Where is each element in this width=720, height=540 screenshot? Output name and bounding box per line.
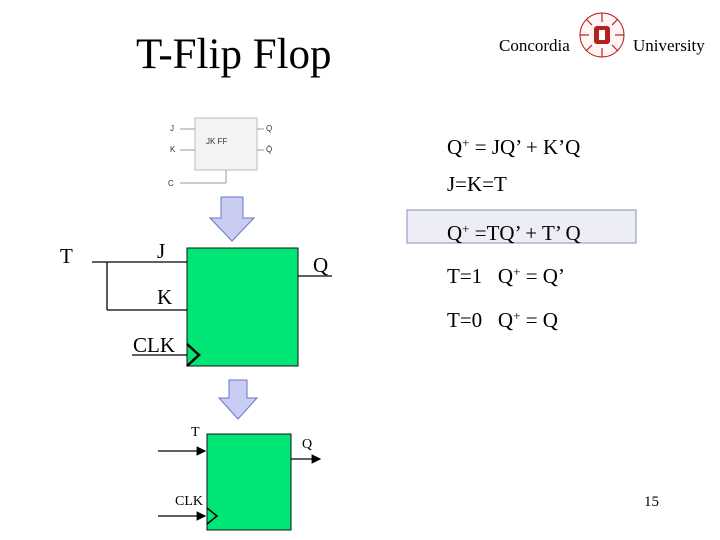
t-ff-q-label: Q xyxy=(302,437,313,452)
equation-t1: T=1 Q+ = Q’ xyxy=(447,264,565,288)
main-flip-flop-block xyxy=(186,247,299,367)
jk-block-label: JK FF xyxy=(206,137,228,146)
main-j-label: J xyxy=(157,239,166,263)
t-ff-clk-label: CLK xyxy=(175,494,203,509)
t-clk-triangle xyxy=(206,507,219,525)
equation-box xyxy=(406,209,637,244)
university-crest-icon xyxy=(579,12,625,58)
page-number: 15 xyxy=(644,494,659,510)
equation-t0: T=0 Q+ = Q xyxy=(447,308,558,332)
jk-label-q: Q xyxy=(266,124,273,133)
jk-ff-symbol xyxy=(180,117,264,184)
main-ff-wiring xyxy=(92,261,332,356)
main-clk-label: CLK xyxy=(133,333,175,357)
equation-jk: Q+ = JQ’ + K’Q xyxy=(447,135,581,159)
main-k-label: K xyxy=(157,285,173,309)
jk-label-j: J xyxy=(170,124,174,133)
main-q-label: Q xyxy=(313,253,329,277)
jk-label-k: K xyxy=(170,145,176,154)
t-flip-flop-block xyxy=(206,433,292,531)
t-ff-wiring xyxy=(158,446,322,521)
jk-label-c: C xyxy=(168,179,174,188)
t-ff-t-label: T xyxy=(191,425,200,440)
main-clk-triangle xyxy=(186,343,201,367)
equation-t: Q+ =TQ’ + T’ Q xyxy=(447,221,581,245)
equation-jkt: J=K=T xyxy=(447,172,507,196)
slide-title: T-Flip Flop xyxy=(136,31,332,78)
university-name-right: University xyxy=(633,36,705,55)
university-name-left: Concordia xyxy=(499,36,570,55)
down-arrow-icon xyxy=(217,379,259,420)
down-arrow-icon xyxy=(208,196,256,242)
main-input-t-label: T xyxy=(60,244,73,268)
jk-label-q-bar: Q̄ xyxy=(266,145,273,154)
